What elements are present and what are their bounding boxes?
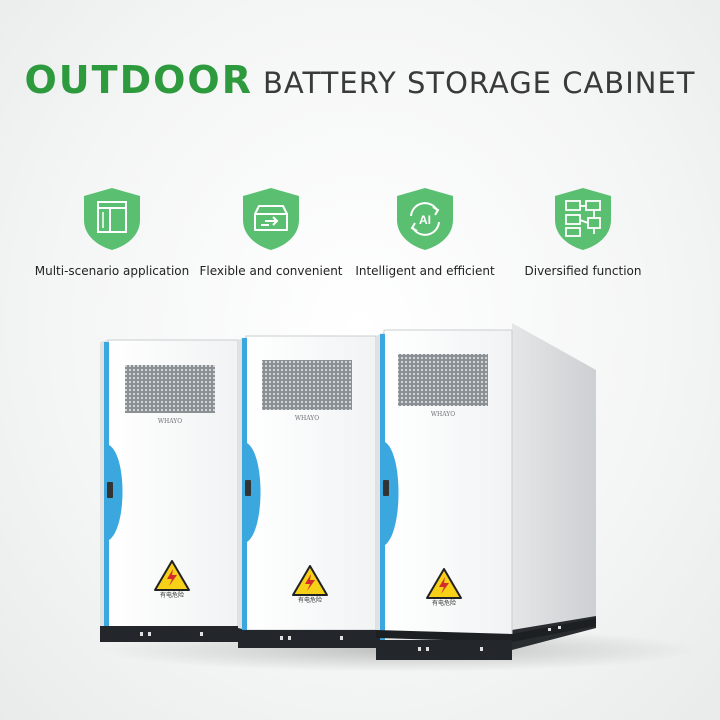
cabinet-scene: WHAYO 有电危险 WHAYO 有电危险 WHAYO bbox=[100, 323, 700, 672]
warning-label: 有电危险 bbox=[432, 599, 456, 607]
title-light: BATTERY STORAGE CABINET bbox=[263, 66, 696, 100]
vent-grille bbox=[262, 360, 352, 410]
feature-row: Multi-scenario application Flexible and … bbox=[0, 186, 720, 286]
brand-label: WHAYO bbox=[295, 415, 319, 422]
warning-label: 有电危险 bbox=[298, 596, 322, 604]
cabinet-1: WHAYO 有电危险 bbox=[100, 339, 244, 642]
handle-panel bbox=[247, 443, 261, 542]
door-lock bbox=[107, 482, 113, 498]
brand-label: WHAYO bbox=[158, 418, 182, 425]
page-title: OUTDOOR BATTERY STORAGE CABINET bbox=[0, 58, 720, 102]
cabinet-3: WHAYO 有电危险 bbox=[376, 329, 596, 660]
door-lock bbox=[383, 480, 389, 496]
vent-grille bbox=[125, 365, 215, 413]
svg-text:AI: AI bbox=[419, 213, 431, 227]
door-lock bbox=[245, 480, 251, 496]
warning-sign bbox=[154, 560, 190, 591]
feature-multi-scenario: Multi-scenario application bbox=[27, 186, 197, 278]
warning-sign bbox=[426, 568, 462, 599]
network-icon bbox=[555, 188, 611, 250]
handle-panel bbox=[385, 442, 399, 545]
feature-diversified: Diversified function bbox=[498, 186, 668, 278]
cabinet-base bbox=[100, 626, 244, 642]
cabinet-base bbox=[238, 630, 382, 648]
warning-label: 有电危险 bbox=[160, 591, 184, 599]
feature-label: Multi-scenario application bbox=[34, 264, 190, 278]
title-bold: OUTDOOR bbox=[24, 58, 253, 102]
ai-cycle-icon: AI bbox=[397, 188, 453, 250]
feature-label: Diversified function bbox=[524, 264, 642, 278]
feature-label: Intelligent and efficient bbox=[355, 264, 495, 278]
feature-intelligent: AI Intelligent and efficient bbox=[340, 186, 510, 278]
cabinet-2: WHAYO 有电危险 bbox=[238, 335, 382, 648]
panel-icon bbox=[84, 188, 140, 250]
warning-sign bbox=[292, 565, 328, 596]
vent-grille bbox=[398, 354, 488, 406]
box-arrow-icon bbox=[243, 188, 299, 250]
feature-flexible: Flexible and convenient bbox=[186, 186, 356, 278]
feature-label: Flexible and convenient bbox=[199, 264, 343, 278]
handle-panel bbox=[109, 445, 123, 540]
cabinet-base bbox=[376, 640, 512, 660]
brand-label: WHAYO bbox=[431, 411, 455, 418]
cabinet-side-panel bbox=[512, 323, 596, 642]
